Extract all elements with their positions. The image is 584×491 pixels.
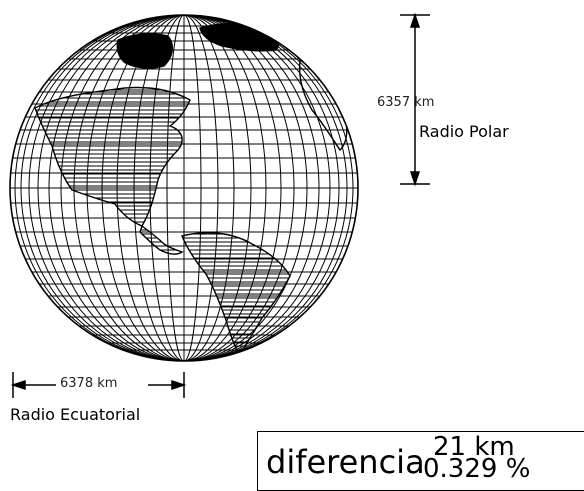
north-america (34, 86, 191, 227)
greenland (116, 33, 174, 69)
polar-radius-value: 6357 km (377, 95, 435, 110)
globe-outline (9, 14, 359, 362)
equatorial-radius-value: 6378 km (60, 376, 118, 391)
equatorial-radius-label: Radio Ecuatorial (10, 405, 141, 424)
difference-percent-value: 0.329 % (423, 454, 531, 484)
equatorial-radius-dimension (10, 372, 187, 398)
difference-km-value: 21 km (433, 432, 515, 462)
difference-label: diferencia (266, 443, 425, 481)
difference-box: diferencia 21 km 0.329 % (257, 431, 584, 491)
central-america (139, 224, 184, 255)
polar-radius-dimension (400, 12, 430, 187)
polar-radius-label: Radio Polar (419, 122, 509, 141)
